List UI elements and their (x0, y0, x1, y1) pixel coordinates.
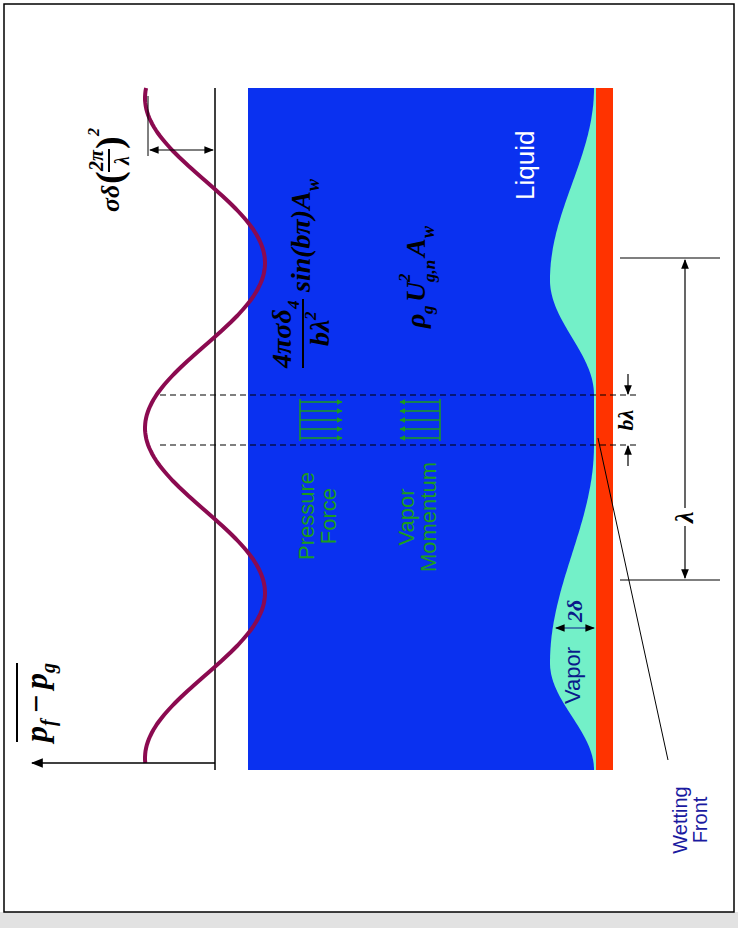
pressure-force-arrows (300, 399, 342, 441)
math-paren: ) (90, 136, 128, 149)
math-subscript: w (304, 179, 322, 191)
math-subscript: g (38, 663, 58, 673)
math-superscript: 2 (86, 128, 102, 136)
force-arrow (400, 428, 440, 430)
force-arrow (300, 401, 342, 403)
dimension-arrow (627, 374, 628, 394)
callout-label: Wetting Front (670, 764, 710, 876)
math-rule (16, 663, 18, 742)
extension-line (148, 96, 149, 156)
force-arrow (300, 419, 342, 421)
math-operator: − (20, 695, 52, 713)
vapor-momentum-arrows (400, 399, 440, 441)
thickness-dimension (556, 627, 594, 628)
math-numerator: 2π (86, 150, 106, 171)
amplitude-dimension (150, 149, 213, 150)
leader-line (598, 438, 668, 760)
math-symbol: p (20, 726, 52, 742)
math-subscript: 4 (285, 301, 302, 310)
force-arrow (400, 419, 440, 421)
math-numerator: 4πσδ (268, 309, 296, 368)
dimension-label: 2δ (564, 600, 586, 622)
math-rule (302, 299, 304, 368)
math-subscript: g,n (421, 260, 438, 282)
dimension-label: bλ (615, 410, 637, 431)
math-rules (17, 149, 303, 742)
math-subscript: g (419, 306, 436, 315)
pressure-curve (145, 88, 265, 763)
dashed-line (160, 444, 640, 445)
math-expression: sin(bπ)A (287, 191, 315, 292)
force-arrow (400, 437, 440, 439)
math-subscript: f (38, 719, 58, 726)
force-label: Pressure Force (296, 456, 340, 576)
force-arrow (400, 410, 440, 412)
dashed-line (160, 394, 640, 395)
math-symbol: A (402, 238, 430, 257)
math-denominator: λ (112, 156, 132, 165)
math-subscript: w (419, 226, 437, 238)
force-arrow (300, 428, 342, 430)
math-paren: ( (90, 171, 128, 184)
extension-line (620, 257, 720, 258)
frame (4, 4, 734, 912)
force-arrow (300, 410, 342, 412)
force-label: Vapor Momentum (396, 452, 440, 582)
math-superscript: 2 (302, 312, 319, 321)
force-arrow (400, 401, 440, 403)
extension-line (620, 579, 720, 580)
math-symbol: p (20, 673, 52, 689)
grey-strip (0, 912, 738, 928)
force-arrow (300, 437, 342, 439)
vapor-film (550, 88, 597, 770)
region-label: Liquid (512, 131, 538, 200)
math-superscript: 2 (396, 274, 413, 283)
math-denominator: bλ (306, 320, 334, 346)
math-symbol: σδ (98, 185, 124, 212)
dimension-label: λ (672, 508, 698, 526)
pressure-axis (32, 762, 215, 764)
dimension-arrow (627, 446, 628, 466)
wavelength-dimension (684, 260, 685, 578)
math-rule (108, 149, 110, 172)
math-symbol: U (402, 282, 430, 302)
region-label: Vapor (562, 647, 584, 704)
heater-wall (596, 88, 613, 770)
math-symbol: ρ (402, 314, 430, 328)
liquid-region (248, 88, 597, 770)
